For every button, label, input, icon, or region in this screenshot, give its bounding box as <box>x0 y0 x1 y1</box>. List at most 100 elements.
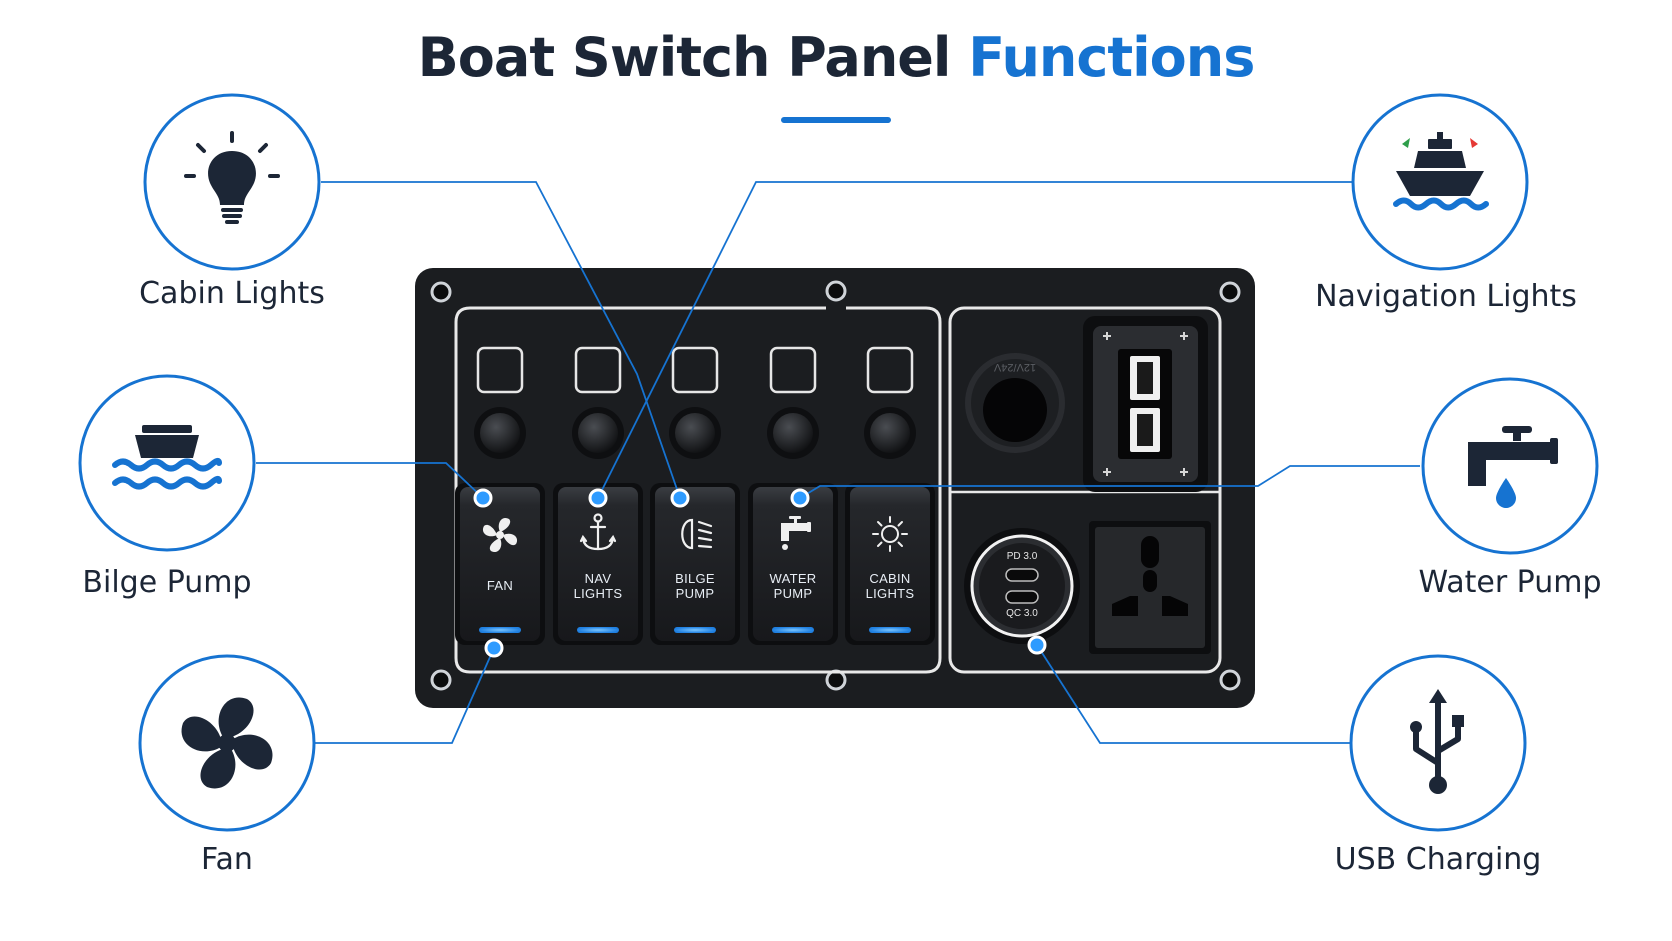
sun-icon <box>872 516 908 552</box>
indicator-window <box>671 346 719 394</box>
rocker-switch-fan[interactable] <box>455 483 545 645</box>
page-title: Boat Switch Panel Functions <box>0 26 1672 89</box>
callout-cabin-lights <box>143 93 321 271</box>
usb-icon <box>1410 689 1464 794</box>
headlight-icon <box>681 518 713 550</box>
connector-dot <box>484 638 504 658</box>
callout-usb-charging <box>1349 654 1527 832</box>
fuse-knobs <box>474 407 916 459</box>
fan-icon <box>482 517 518 553</box>
label-water-pump: Water Pump <box>1418 565 1602 600</box>
cigarette-socket[interactable]: 12V/24V <box>965 353 1065 453</box>
callout-circle <box>78 374 256 552</box>
screw <box>430 669 452 691</box>
faucet-icon <box>1468 426 1558 508</box>
bezel-screws <box>1103 332 1188 476</box>
panel-screws <box>430 280 1241 691</box>
title-main: Boat Switch Panel <box>417 26 952 89</box>
green-nav-light <box>1402 138 1410 148</box>
indicator-window <box>866 346 914 394</box>
switch-label-nav-lights: NAV LIGHTS <box>563 571 633 601</box>
ac-outlet[interactable] <box>1089 521 1211 654</box>
fuse-knob[interactable] <box>870 413 910 453</box>
connector-cabin-lights <box>321 181 681 499</box>
switch-label-line: FAN <box>486 578 514 593</box>
indicator-window <box>476 346 524 394</box>
connector-water-pump <box>799 465 1420 499</box>
connector-bilge-pump <box>256 462 484 499</box>
led-indicator <box>479 627 521 633</box>
connector-dot <box>588 488 608 508</box>
switch-label-line: NAV <box>584 571 612 586</box>
switch-label-line: LIGHTS <box>573 586 623 601</box>
connector-dot <box>473 488 493 508</box>
connector-dot <box>1027 635 1047 655</box>
led-indicator <box>674 627 716 633</box>
rocker-switch-nav-lights[interactable] <box>553 483 643 645</box>
switch-label-bilge-pump: BILGE PUMP <box>660 571 730 601</box>
connector-fan <box>314 647 495 744</box>
callout-fan <box>138 654 316 832</box>
usb-qc-label: QC 3.0 <box>1006 608 1038 619</box>
label-navigation-lights: Navigation Lights <box>1315 279 1577 314</box>
switch-label-cabin-lights: CABIN LIGHTS <box>855 571 925 601</box>
fuse-knob[interactable] <box>675 413 715 453</box>
switch-label-line: PUMP <box>675 586 715 601</box>
switch-panel: 12V/24V <box>415 268 1255 708</box>
outlet-slots <box>1112 536 1188 616</box>
switch-label-line: PUMP <box>773 586 813 601</box>
title-accent: Functions <box>968 26 1255 89</box>
indicator-window <box>769 346 817 394</box>
switch-label-fan: FAN <box>465 578 535 593</box>
indicator-windows <box>476 346 914 394</box>
dual-usb-a-charger[interactable] <box>1083 316 1208 492</box>
fuse-knob[interactable] <box>480 413 520 453</box>
rocker-switch-cabin-lights[interactable] <box>845 483 935 645</box>
usb-c-charger[interactable] <box>964 528 1080 644</box>
faucet-icon <box>781 516 811 550</box>
switch-label-line: BILGE <box>675 571 715 586</box>
connector-lines <box>256 181 1420 744</box>
usb-c-port[interactable] <box>1005 590 1039 604</box>
power-section-outline <box>948 306 1222 674</box>
callout-bilge-pump <box>78 374 256 552</box>
switch-label-line: LIGHTS <box>865 586 915 601</box>
connector-dot <box>790 488 810 508</box>
switch-label-water-pump: WATER PUMP <box>758 571 828 601</box>
red-nav-light <box>1470 138 1478 148</box>
led-indicator <box>772 627 814 633</box>
callout-circle <box>1421 377 1599 555</box>
rocker-switch-water-pump[interactable] <box>748 483 838 645</box>
switch-section-outline <box>454 306 942 674</box>
switch-label-line: WATER <box>769 571 817 586</box>
boat-hull-waves-icon <box>112 425 222 490</box>
fuse-knob[interactable] <box>773 413 813 453</box>
screw <box>825 280 847 302</box>
label-cabin-lights: Cabin Lights <box>139 276 325 311</box>
title-underline <box>781 117 891 123</box>
usb-c-port[interactable] <box>1005 568 1039 582</box>
callout-water-pump <box>1421 377 1599 555</box>
rocker-switch-bilge-pump[interactable] <box>650 483 740 645</box>
screw <box>1219 281 1241 303</box>
connector-dots <box>473 488 1047 658</box>
indicator-window <box>574 346 622 394</box>
led-indicator <box>869 627 911 633</box>
label-usb-charging: USB Charging <box>1334 842 1542 877</box>
socket-ring-text: 12V/24V <box>993 361 1036 373</box>
screw <box>1219 669 1241 691</box>
switch-label-line: CABIN <box>869 571 911 586</box>
light-bulb-icon <box>184 131 280 224</box>
connector-dot <box>670 488 690 508</box>
screw <box>825 669 847 691</box>
connector-usb-charging <box>1036 644 1350 744</box>
anchor-icon <box>579 513 617 551</box>
fuse-knob[interactable] <box>578 413 618 453</box>
ship-nav-lights-icon <box>1393 132 1489 211</box>
usb-pd-label: PD 3.0 <box>1006 551 1038 562</box>
label-fan: Fan <box>201 842 253 877</box>
callout-navigation-lights <box>1351 93 1529 271</box>
screw <box>430 281 452 303</box>
